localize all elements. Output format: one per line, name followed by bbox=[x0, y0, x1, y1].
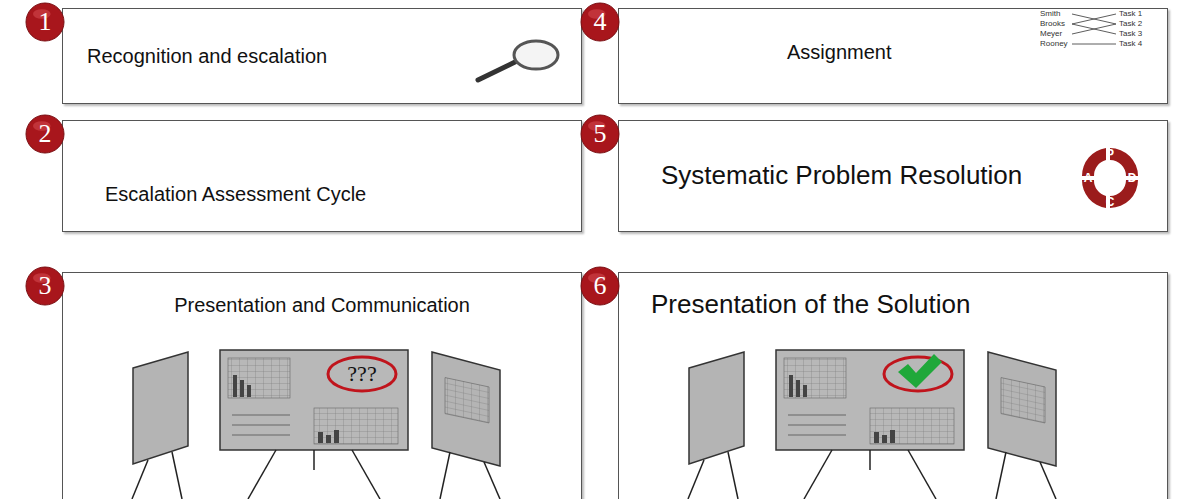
callout-number: 1 bbox=[39, 9, 52, 35]
step-box: Presentation and Communication bbox=[62, 272, 582, 499]
magnifier-icon bbox=[478, 41, 558, 80]
pdca-letter: C bbox=[1106, 196, 1115, 208]
step-box: Escalation Assessment Cycle bbox=[62, 120, 582, 232]
callout-number: 4 bbox=[594, 9, 607, 35]
step-title: Recognition and escalation bbox=[87, 44, 327, 68]
highlight-ellipse bbox=[328, 357, 396, 391]
assignment-text: Task 1 bbox=[1119, 10, 1142, 18]
number-circle: 1 bbox=[25, 2, 65, 42]
callout-number: 5 bbox=[594, 121, 607, 147]
check-mark bbox=[898, 354, 942, 388]
step-box: Recognition and escalation bbox=[62, 8, 582, 104]
number-circle: 2 bbox=[25, 114, 65, 154]
assignment-text: Meyer bbox=[1040, 30, 1062, 38]
pdca-letter: A bbox=[1084, 172, 1093, 184]
callout-number: 2 bbox=[39, 121, 52, 147]
easel-group bbox=[132, 350, 1056, 499]
callout-number: 6 bbox=[594, 273, 607, 299]
step-box: Assignment bbox=[618, 8, 1168, 104]
callout-number: 3 bbox=[39, 273, 52, 299]
assignment-text: Task 2 bbox=[1119, 20, 1142, 28]
easel-set bbox=[688, 350, 1056, 499]
easel-set bbox=[132, 350, 500, 499]
assignment-text: Task 3 bbox=[1119, 30, 1142, 38]
pdca-letter: D bbox=[1128, 172, 1137, 184]
number-circle: 3 bbox=[25, 266, 65, 306]
step-title: Presentation and Communication bbox=[174, 293, 470, 317]
number-circle: 6 bbox=[580, 266, 620, 306]
assignment-lines bbox=[1072, 14, 1116, 44]
number-circle: 5 bbox=[580, 114, 620, 154]
pdca-ring bbox=[1082, 148, 1138, 208]
pdca-letter: P bbox=[1106, 148, 1114, 160]
number-circle: 4 bbox=[580, 2, 620, 42]
step-title: Escalation Assessment Cycle bbox=[105, 182, 366, 206]
step-title: Presentation of the Solution bbox=[651, 289, 970, 320]
assignment-text: Rooney bbox=[1040, 40, 1068, 48]
step-title: Systematic Problem Resolution bbox=[661, 160, 1022, 191]
step-box: Presentation of the Solution bbox=[618, 272, 1168, 499]
assignment-text: Brooks bbox=[1040, 20, 1065, 28]
assignment-text: Smith bbox=[1040, 10, 1060, 18]
step-title: Assignment bbox=[787, 40, 892, 64]
question-marks: ??? bbox=[347, 363, 376, 385]
assignment-text: Task 4 bbox=[1119, 40, 1142, 48]
